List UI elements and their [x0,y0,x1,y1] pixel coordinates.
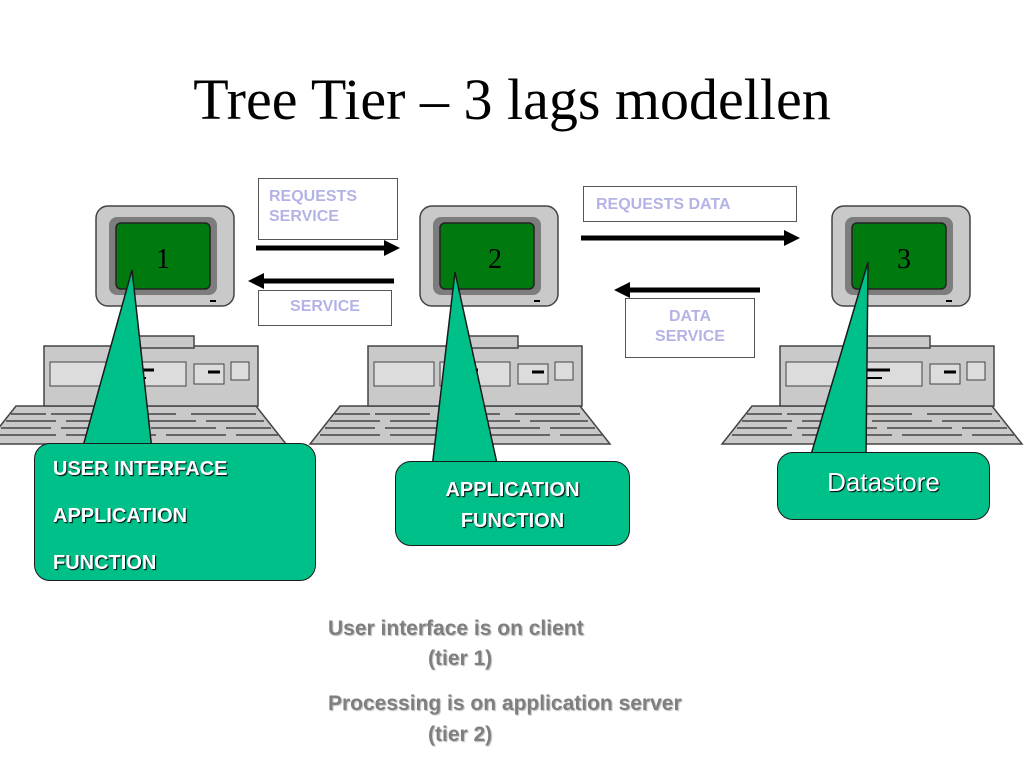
arrow-service-to-client [248,273,394,289]
requests-data-label: REQUESTS DATA [583,186,797,222]
computer-3-number: 3 [897,244,911,275]
datastore-role-box: Datastore [777,452,990,520]
requests-service-line2: SERVICE [269,208,339,225]
service-label: SERVICE [258,290,392,326]
arrow-request-to-server [256,240,400,256]
client-role-line: USER INTERFACE [53,458,228,480]
data-service-line2: SERVICE [655,328,725,345]
computer-3 [720,204,1024,446]
tier2-note: Processing is on application server [328,692,682,715]
tier2-note-sub: (tier 2) [428,723,493,746]
requests-service-label: REQUESTS SERVICE [258,178,398,240]
app-role-line2: FUNCTION [460,510,565,532]
arrow-request-to-datastore [581,230,800,246]
requests-service-line1: REQUESTS [269,188,358,205]
tier1-note-sub: (tier 1) [428,647,493,670]
data-service-line1: DATA [668,308,712,325]
computer-1-number: 1 [156,244,170,275]
client-role-line: APPLICATION [53,505,188,527]
data-service-label: DATA SERVICE [625,298,755,358]
app-role-line1: APPLICATION [445,479,580,501]
tier1-note: User interface is on client [328,617,584,640]
app-server-role-box: APPLICATION FUNCTION [395,461,630,546]
slide-title: Tree Tier – 3 lags modellen [193,67,831,132]
client-role-box: USER INTERFACE APPLICATION FUNCTION [34,443,316,581]
computer-2-number: 2 [488,244,502,275]
client-role-line: FUNCTION [53,552,157,574]
arrow-data-to-server [614,282,760,298]
